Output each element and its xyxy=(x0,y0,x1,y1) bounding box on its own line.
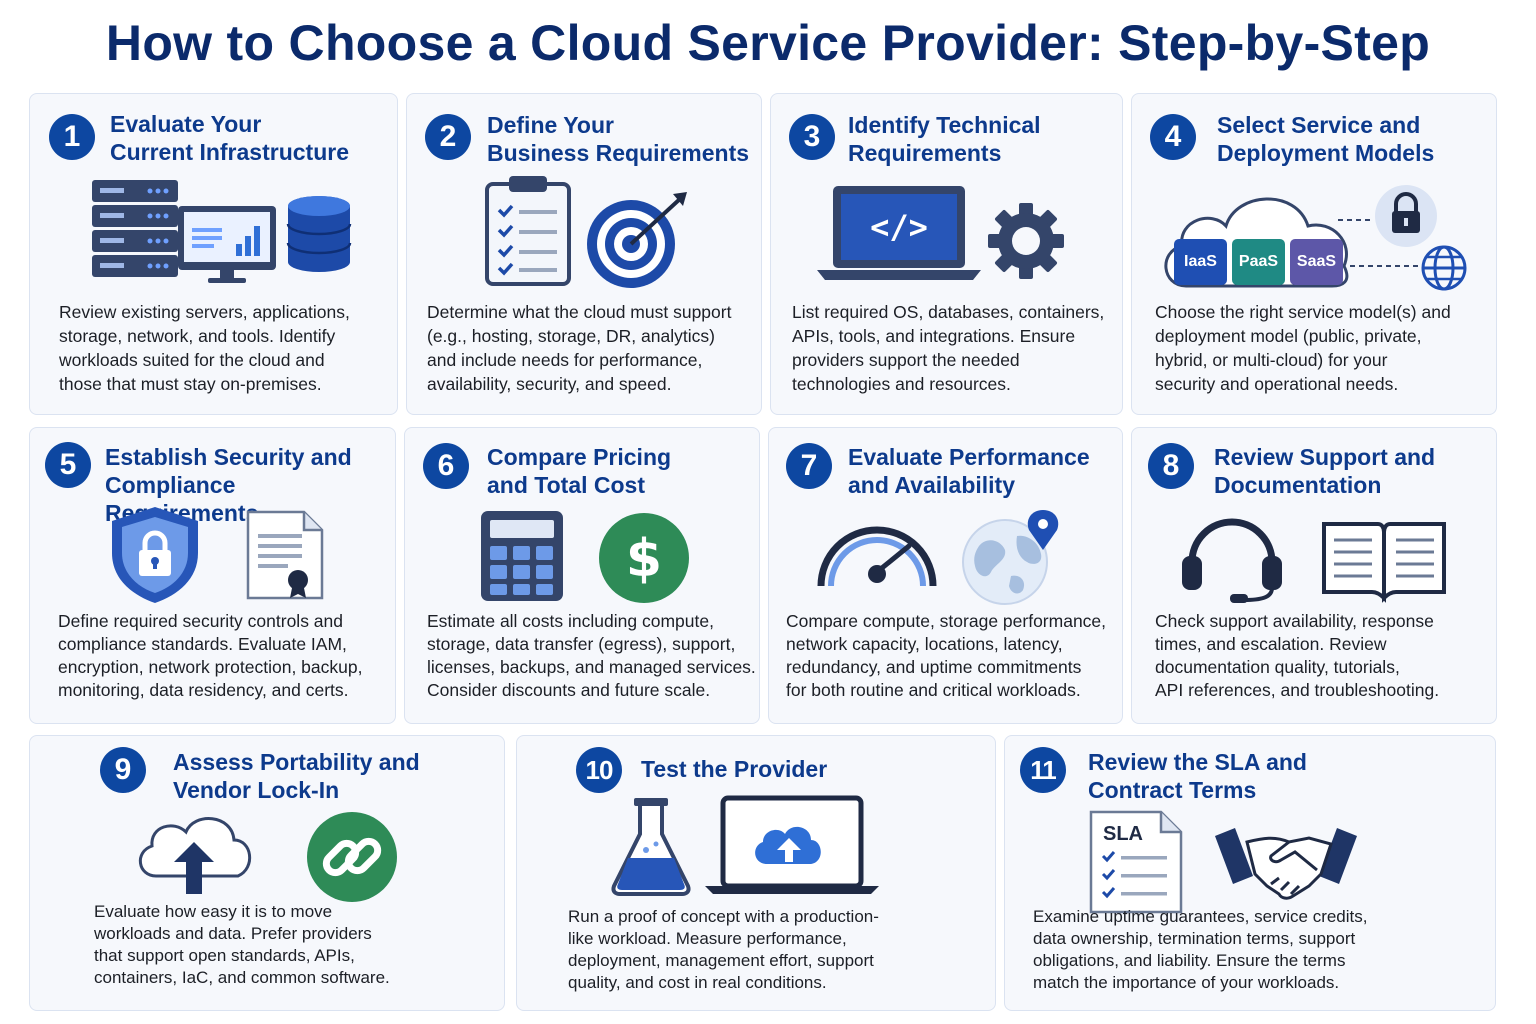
step-card-10: 10 Test the Provider Run a proof of conc… xyxy=(516,735,996,1011)
model-iaas: IaaS xyxy=(1174,239,1227,285)
step-card-9: 9 Assess Portability and Vendor Lock-In … xyxy=(29,735,505,1011)
flask-icon xyxy=(611,798,691,896)
step-number-badge: 6 xyxy=(423,443,469,489)
step-description: Choose the right service model(s) and de… xyxy=(1155,302,1451,394)
checklist-clipboard-icon xyxy=(485,176,571,286)
globe-icon xyxy=(1421,245,1467,291)
laptop-code-icon: </> xyxy=(817,186,981,280)
laptop-cloud-icon xyxy=(705,795,879,894)
step-heading: Review Support and Documentation xyxy=(1214,444,1436,498)
step-number-badge: 2 xyxy=(425,114,471,160)
step-description: Define required security controls and co… xyxy=(58,611,363,700)
step-number-badge: 5 xyxy=(45,442,91,488)
speedometer-icon xyxy=(817,526,937,587)
page-title: How to Choose a Cloud Service Provider: … xyxy=(105,15,1431,71)
step-description: Compare compute, storage performance, ne… xyxy=(786,611,1107,700)
step-heading: Identify Technical Requirements xyxy=(848,112,1041,166)
step-heading: Evaluate Performance and Availability xyxy=(848,444,1090,498)
step-description: Examine uptime guarantees, service credi… xyxy=(1033,907,1368,992)
step-heading: Review the SLA and Contract Terms xyxy=(1088,749,1307,803)
calculator-icon xyxy=(481,511,563,601)
dollar-coin-icon: $ xyxy=(599,513,689,603)
step-heading: Select Service and Deployment Models xyxy=(1217,112,1435,166)
step-description: List required OS, databases, containers,… xyxy=(792,302,1105,394)
lock-icon xyxy=(1375,185,1437,247)
step-description: Review existing servers, applications, s… xyxy=(59,302,350,394)
target-icon xyxy=(587,192,687,288)
cloud-upload-icon xyxy=(139,817,252,894)
server-rack-icon xyxy=(92,180,178,277)
step-card-1: 1 Evaluate Your Current Infrastructure xyxy=(29,93,398,415)
step-card-8: 8 Review Support and Documentation Check… xyxy=(1131,427,1497,724)
database-icon xyxy=(286,196,352,272)
step-number-badge: 4 xyxy=(1150,114,1196,160)
headset-icon xyxy=(1182,518,1282,603)
shield-lock-icon xyxy=(112,507,198,603)
step-number-badge: 7 xyxy=(786,443,832,489)
step-card-11: 11 Review the SLA and Contract Terms SLA… xyxy=(1004,735,1496,1011)
step-card-4: 4 Select Service and Deployment Models I… xyxy=(1131,93,1497,415)
step-heading: Assess Portability and Vendor Lock-In xyxy=(173,749,420,803)
step-heading: Test the Provider xyxy=(641,756,828,782)
dollar-symbol: $ xyxy=(626,529,662,589)
model-saas: SaaS xyxy=(1290,239,1343,285)
step-number-badge: 10 xyxy=(576,747,622,793)
globe-pin-icon xyxy=(962,510,1059,605)
step-card-6: 6 Compare Pricing and Total Cost $ Estim… xyxy=(404,427,760,724)
code-symbol: </> xyxy=(870,208,928,246)
step-heading: Define Your Business Requirements xyxy=(487,112,750,166)
step-description: Run a proof of concept with a production… xyxy=(568,907,879,992)
step-heading: Evaluate Your Current Infrastructure xyxy=(110,111,349,165)
open-book-icon xyxy=(1322,522,1446,603)
step-card-7: 7 Evaluate Performance and Availability … xyxy=(768,427,1123,724)
certificate-icon xyxy=(246,510,324,600)
step-card-3: 3 Identify Technical Requirements </> Li… xyxy=(770,93,1123,415)
handshake-icon xyxy=(1215,828,1357,900)
step-number-badge: 1 xyxy=(49,114,95,160)
step-description: Determine what the cloud must support (e… xyxy=(427,302,732,394)
chain-link-icon xyxy=(307,812,397,902)
gear-icon xyxy=(988,203,1064,279)
monitor-chart-icon xyxy=(178,206,276,283)
step-description: Check support availability, response tim… xyxy=(1155,611,1440,700)
connector-lines xyxy=(1338,219,1418,267)
step-card-2: 2 Define Your Business Requirements Dete… xyxy=(406,93,762,415)
step-number-badge: 11 xyxy=(1020,747,1066,793)
sla-document-icon: SLA xyxy=(1089,810,1183,914)
sla-label: SLA xyxy=(1103,823,1143,845)
step-card-5: 5 Establish Security and Compliance Requ… xyxy=(29,427,396,724)
step-description: Estimate all costs including compute, st… xyxy=(427,611,756,700)
step-number-badge: 9 xyxy=(100,747,146,793)
step-heading: Compare Pricing and Total Cost xyxy=(487,444,672,498)
step-number-badge: 3 xyxy=(789,114,835,160)
step-description: Evaluate how easy it is to move workload… xyxy=(94,902,390,987)
step-number-badge: 8 xyxy=(1148,443,1194,489)
model-paas: PaaS xyxy=(1232,239,1285,285)
